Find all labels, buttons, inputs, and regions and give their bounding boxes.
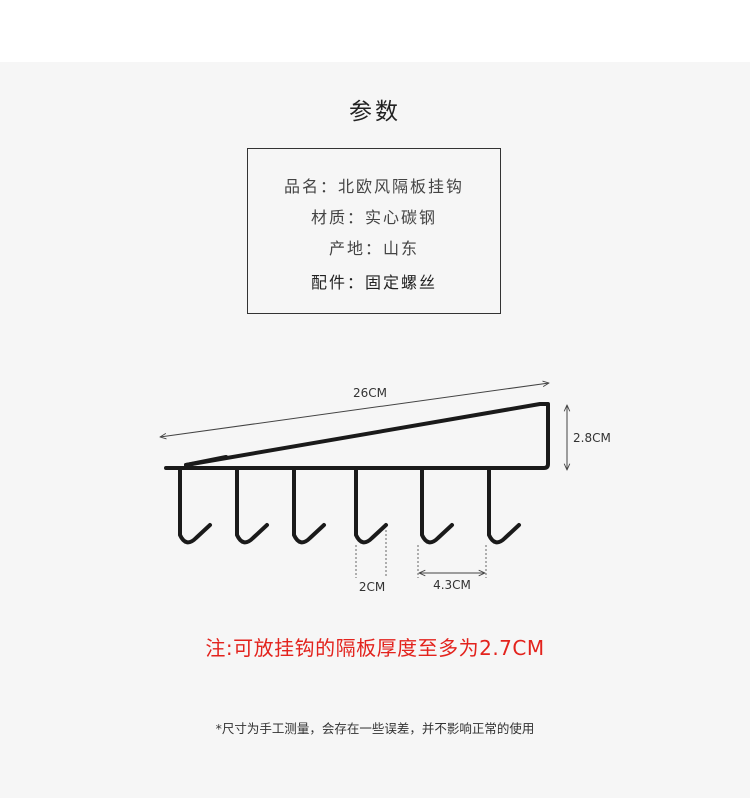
measurement-disclaimer: *尺寸为手工测量，会存在一些误差，并不影响正常的使用 [215, 721, 535, 736]
length-label: 26CM [353, 386, 387, 400]
spec-accessory: 配件：固定螺丝 [310, 273, 437, 292]
top-white-band [0, 0, 750, 62]
page-title: 参数 [349, 99, 401, 125]
height-label: 2.8CM [573, 431, 611, 445]
spec-box: 品名：北欧风隔板挂钩 材质：实心碳钢 产地：山东 配件：固定螺丝 [247, 148, 501, 314]
thickness-note: 注:可放挂钩的隔板厚度至多为2.7CM [205, 636, 545, 660]
hook-width-label: 2CM [359, 580, 385, 594]
spec-product-name: 品名：北欧风隔板挂钩 [283, 177, 464, 196]
length-arrow [160, 383, 549, 437]
hook-spacing-label: 4.3CM [433, 578, 471, 592]
spec-origin: 产地：山东 [328, 239, 419, 258]
spec-material: 材质：实心碳钢 [310, 208, 437, 227]
hook-rack [164, 402, 550, 545]
hook-rack-diagram: 26CM 2.8CM 2CM 4.3CM [0, 370, 611, 594]
